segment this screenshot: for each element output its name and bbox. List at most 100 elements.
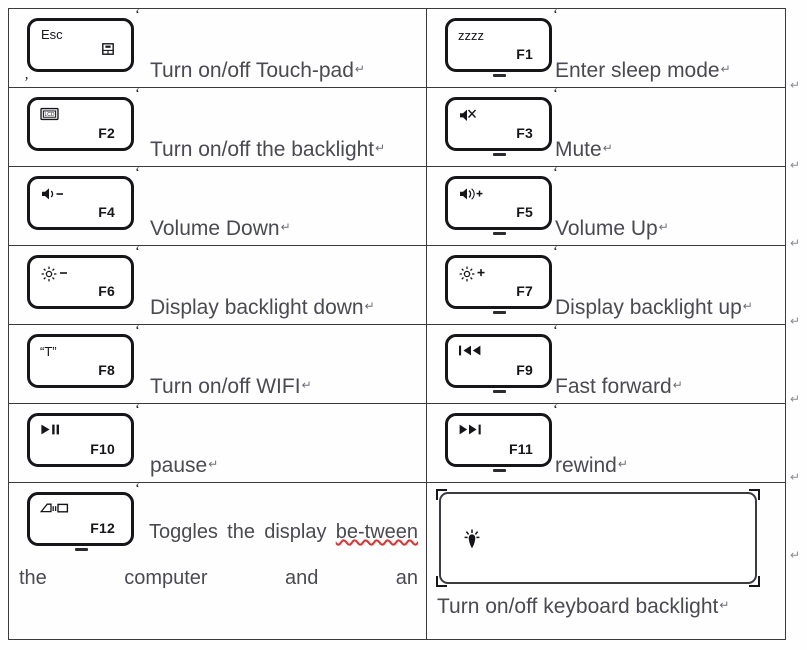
sleep-zzz-icon: zᴢᴢᴢ bbox=[458, 28, 484, 43]
key-f9[interactable]: ‘ F9 bbox=[445, 324, 558, 393]
key-f4[interactable]: ‘ F4 bbox=[27, 166, 140, 230]
table-cell-f3: ‘ F3 Mute↵ bbox=[426, 87, 786, 167]
table-row: ‘ F12 bbox=[8, 482, 786, 640]
touchpad-icon bbox=[102, 42, 114, 60]
key-fn-label: F4 bbox=[98, 204, 115, 220]
shortcut-description: Volume Down↵ bbox=[150, 217, 291, 240]
key-f11[interactable]: ‘ F11 bbox=[445, 403, 558, 472]
key-fn-label: F7 bbox=[516, 283, 533, 299]
shortcut-description: Turn on/off Touch-pad↵ bbox=[150, 59, 365, 82]
table-cell-f8: ‘ “T” F8 Turn on/off WIFI↵ bbox=[8, 324, 427, 404]
paragraph-mark-icon: ↵ bbox=[719, 598, 730, 612]
display-switch-icon bbox=[40, 502, 70, 516]
shortcut-description-paragraph: Toggles the display be-tween the compute… bbox=[19, 509, 418, 601]
table-cell-f6: ‘ bbox=[8, 245, 427, 325]
key-handle-icon: ‘ bbox=[553, 323, 558, 339]
key-foot bbox=[492, 153, 506, 156]
shortcut-description: rewind↵ bbox=[555, 454, 628, 477]
margin-mark: ↵ bbox=[790, 236, 801, 250]
key-f2[interactable]: ‘ LCD F2 bbox=[27, 87, 140, 151]
paragraph-mark-icon: ↵ bbox=[375, 141, 386, 155]
paragraph-mark-icon: ↵ bbox=[280, 220, 291, 234]
lcd-backlight-icon: LCD bbox=[40, 107, 60, 123]
key-fn-label: F12 bbox=[90, 520, 115, 536]
paragraph-word: and bbox=[284, 567, 319, 589]
table-cell-f7: ‘ bbox=[426, 245, 786, 325]
key-fn-label: F5 bbox=[516, 204, 533, 220]
table-row: ‘ ‘ Esc bbox=[8, 8, 786, 88]
key-fn-label: F11 bbox=[509, 441, 533, 457]
paragraph-mark-icon: ↵ bbox=[301, 378, 312, 392]
key-f12[interactable]: ‘ F12 bbox=[27, 482, 140, 551]
paragraph-mark-icon: ↵ bbox=[617, 457, 628, 471]
crop-mark bbox=[749, 489, 760, 500]
key-handle-icon: ‘ bbox=[553, 7, 558, 23]
key-esc-label: Esc bbox=[41, 27, 63, 42]
key-spacebar-backlight[interactable] bbox=[436, 489, 760, 587]
volume-down-icon bbox=[40, 186, 68, 202]
shortcut-description: Display backlight up↵ bbox=[555, 296, 753, 319]
key-foot bbox=[492, 469, 506, 472]
table-cell-f4: ‘ F4 Volume Down↵ bbox=[8, 166, 427, 246]
paragraph-mark-icon: ↵ bbox=[742, 299, 753, 313]
key-handle-icon: ‘ bbox=[24, 67, 29, 83]
margin-mark: ↵ bbox=[790, 392, 801, 406]
key-handle-icon: ‘ bbox=[553, 86, 558, 102]
key-esc[interactable]: ‘ ‘ Esc bbox=[24, 8, 140, 84]
key-fn-label: F8 bbox=[98, 362, 115, 378]
next-track-icon bbox=[458, 423, 484, 436]
key-f10[interactable]: ‘ F10 bbox=[27, 403, 140, 467]
paragraph-mark-icon: ↵ bbox=[602, 141, 613, 155]
key-fn-label: F10 bbox=[90, 441, 115, 457]
shortcut-description: Turn on/off the backlight↵ bbox=[150, 138, 386, 161]
key-foot bbox=[492, 311, 506, 314]
key-handle-icon: ‘ bbox=[553, 244, 558, 260]
key-handle-icon: ‘ bbox=[135, 86, 140, 102]
paragraph-word: computer bbox=[124, 567, 208, 589]
shortcut-description: Display backlight down↵ bbox=[150, 296, 375, 319]
crop-mark bbox=[749, 576, 760, 587]
key-foot bbox=[492, 232, 506, 235]
paragraph-mark-icon: ↵ bbox=[672, 378, 683, 392]
key-f6[interactable]: ‘ bbox=[27, 245, 140, 309]
key-handle-icon: ‘ bbox=[553, 165, 558, 181]
margin-mark: ↵ bbox=[790, 78, 801, 92]
table-row: ‘ F10 pause↵ bbox=[8, 403, 786, 483]
brightness-down-icon bbox=[40, 265, 70, 283]
previous-track-icon bbox=[458, 344, 484, 357]
key-f3[interactable]: ‘ F3 bbox=[445, 87, 558, 156]
svg-text:LCD: LCD bbox=[44, 112, 54, 118]
paragraph-line-1: Toggles the display bbox=[149, 521, 327, 543]
key-handle-icon: ‘ bbox=[135, 481, 140, 497]
margin-mark: ↵ bbox=[790, 314, 801, 328]
volume-up-icon bbox=[458, 186, 486, 202]
shortcut-description: Volume Up↵ bbox=[555, 217, 669, 240]
key-f8[interactable]: ‘ “T” F8 bbox=[27, 324, 140, 388]
table-cell-f10: ‘ F10 pause↵ bbox=[8, 403, 427, 483]
crop-mark bbox=[436, 576, 447, 587]
key-fn-label: F6 bbox=[98, 283, 115, 299]
table-cell-keyboard-backlight: Turn on/off keyboard backlight↵ bbox=[426, 482, 786, 640]
key-fn-label: F1 bbox=[516, 46, 533, 62]
table-row: ‘ bbox=[8, 245, 786, 325]
key-fn-label: F2 bbox=[98, 125, 115, 141]
key-handle-icon: ‘ bbox=[135, 165, 140, 181]
key-f7[interactable]: ‘ bbox=[445, 245, 558, 314]
key-f1[interactable]: ‘ zᴢᴢᴢ F1 bbox=[445, 8, 558, 77]
table-cell-f11: ‘ F11 rewind↵ bbox=[426, 403, 786, 483]
paragraph-mark-icon: ↵ bbox=[658, 220, 669, 234]
wifi-antenna-icon: “T” bbox=[40, 344, 57, 359]
table-cell-f5: ‘ F5 bbox=[426, 166, 786, 246]
table-cell-f1: ‘ zᴢᴢᴢ F1 Enter sleep mode↵ bbox=[426, 8, 786, 88]
margin-mark: ↵ bbox=[790, 158, 801, 172]
play-pause-icon bbox=[40, 423, 64, 436]
key-foot bbox=[492, 74, 506, 77]
table-cell-f2: ‘ LCD F2 Turn on/off the backlight↵ bbox=[8, 87, 427, 167]
key-f5[interactable]: ‘ F5 bbox=[445, 166, 558, 235]
mute-speaker-icon bbox=[458, 107, 478, 124]
misspelled-word: be-tween bbox=[335, 521, 419, 543]
key-handle-icon: ‘ bbox=[135, 402, 140, 418]
paragraph-word: the bbox=[19, 567, 47, 589]
key-fn-label: F3 bbox=[516, 125, 533, 141]
